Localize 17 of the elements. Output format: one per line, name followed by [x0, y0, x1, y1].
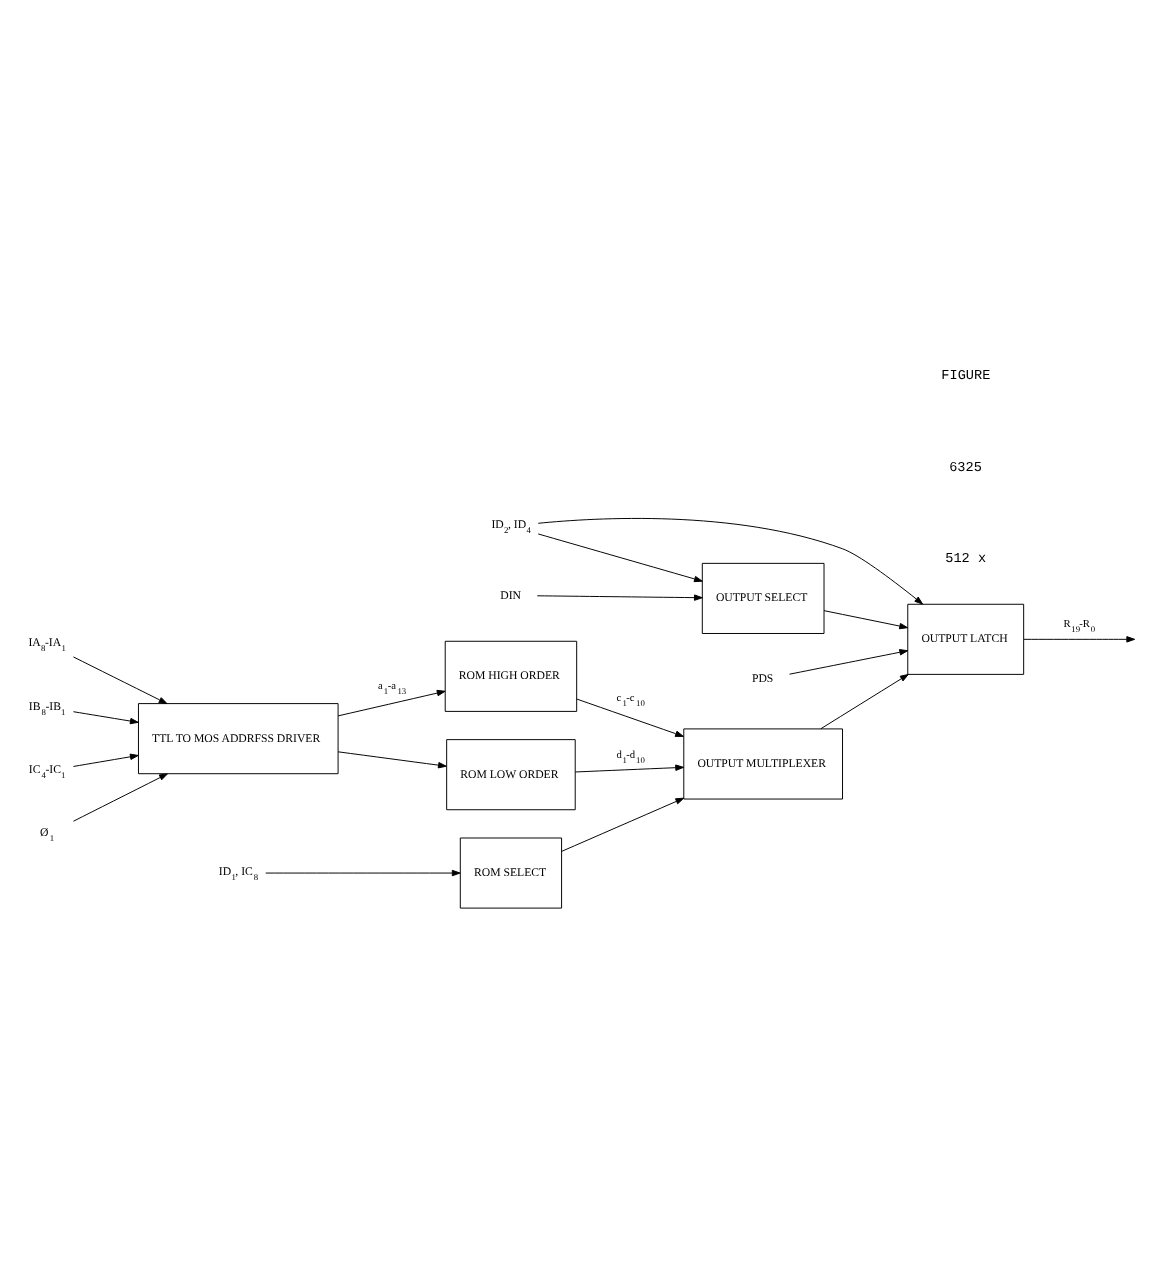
arrow: [72, 656, 168, 705]
arrow: [576, 698, 684, 737]
arrow: [823, 610, 909, 630]
arrow: [536, 594, 703, 601]
arrow: [72, 773, 168, 822]
arrow: [537, 517, 924, 605]
arrow: [789, 649, 909, 675]
arrow: [561, 797, 685, 852]
arrow: [72, 753, 139, 767]
arrow: [574, 764, 685, 773]
arrow: [265, 869, 461, 877]
arrow: [1023, 636, 1136, 643]
arrow: [820, 674, 909, 730]
arrow: [537, 533, 703, 583]
arrow: [337, 689, 446, 717]
arrow: [337, 751, 447, 769]
arrow: [72, 711, 139, 725]
